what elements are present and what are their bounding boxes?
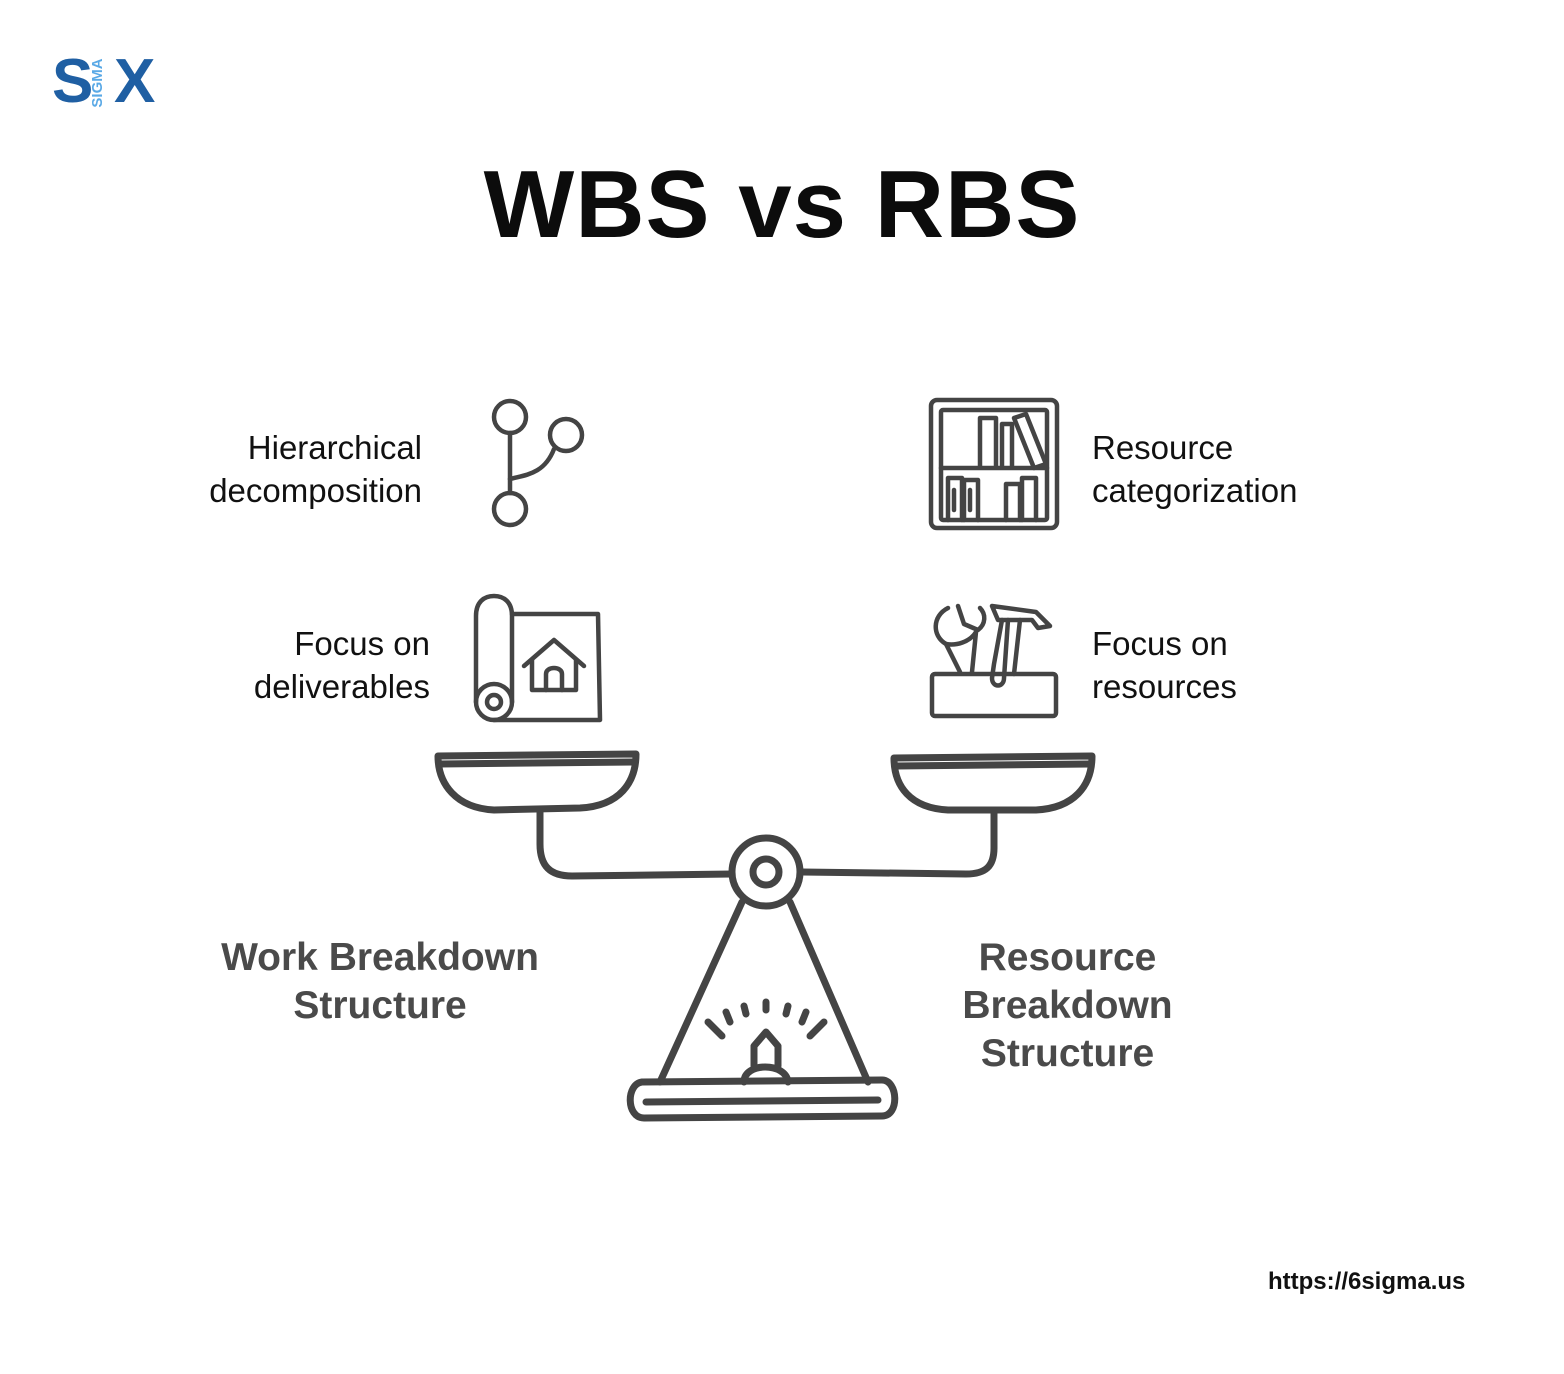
logo-letter-s: S xyxy=(52,47,94,116)
toolbox-icon xyxy=(929,603,1059,719)
label-line: Hierarchical xyxy=(247,429,422,466)
source-url: https://6sigma.us xyxy=(1268,1268,1466,1295)
label-focus-deliverables: Focus on deliverables xyxy=(140,622,430,708)
label-focus-resources: Focus on resources xyxy=(1092,622,1392,708)
label-line: Focus on xyxy=(294,625,430,662)
logo-letter-x: X xyxy=(114,47,156,116)
label-work-breakdown-structure: Work Breakdown Structure xyxy=(180,934,580,1030)
label-line: Resource xyxy=(1092,429,1234,466)
blueprint-house-icon xyxy=(473,593,603,723)
pivot-outer xyxy=(728,834,804,910)
pivot-inner xyxy=(749,855,783,889)
page-title: WBS vs RBS xyxy=(483,151,1081,258)
stand-left-leg xyxy=(656,898,746,1086)
label-line: categorization xyxy=(1092,472,1298,509)
stand-right-leg xyxy=(786,898,872,1086)
label-line: decomposition xyxy=(209,472,422,509)
tower xyxy=(750,1028,782,1070)
label-line: Work Breakdown xyxy=(221,936,539,979)
scale-base xyxy=(626,1076,899,1122)
label-line: deliverables xyxy=(253,668,430,705)
label-line: Breakdown xyxy=(962,984,1173,1027)
right-pan-rim xyxy=(892,760,1094,770)
label-hierarchical-decomposition: Hierarchical decomposition xyxy=(140,426,422,512)
hierarchy-branch-icon xyxy=(491,398,585,528)
label-line: resources xyxy=(1092,668,1237,705)
ray xyxy=(782,1002,792,1018)
bookshelf-icon xyxy=(928,397,1060,531)
knob xyxy=(740,1063,792,1086)
ray xyxy=(722,1008,734,1026)
ray xyxy=(704,1018,726,1040)
balance-scale-icon xyxy=(434,750,1096,1122)
label-line: Resource xyxy=(978,936,1157,979)
label-line: Structure xyxy=(293,984,467,1027)
ray xyxy=(806,1018,828,1040)
label-line: Structure xyxy=(980,1032,1155,1075)
left-pan xyxy=(434,750,640,814)
base-line xyxy=(642,1096,882,1106)
logo-sigma-text: SIGMA xyxy=(89,58,106,107)
sixsigma-logo: S SIGMA X xyxy=(52,47,164,116)
right-arm xyxy=(798,808,998,878)
right-pan xyxy=(890,752,1096,814)
label-line: Focus on xyxy=(1092,625,1228,662)
label-resource-categorization: Resource categorization xyxy=(1092,426,1392,512)
left-arm xyxy=(536,806,736,880)
ray xyxy=(798,1008,810,1026)
ray xyxy=(740,1002,750,1018)
svg-text:SIGMA: SIGMA xyxy=(89,58,106,107)
label-resource-breakdown-structure: Resource Breakdown Structure xyxy=(900,934,1235,1078)
left-pan-rim xyxy=(436,758,638,768)
